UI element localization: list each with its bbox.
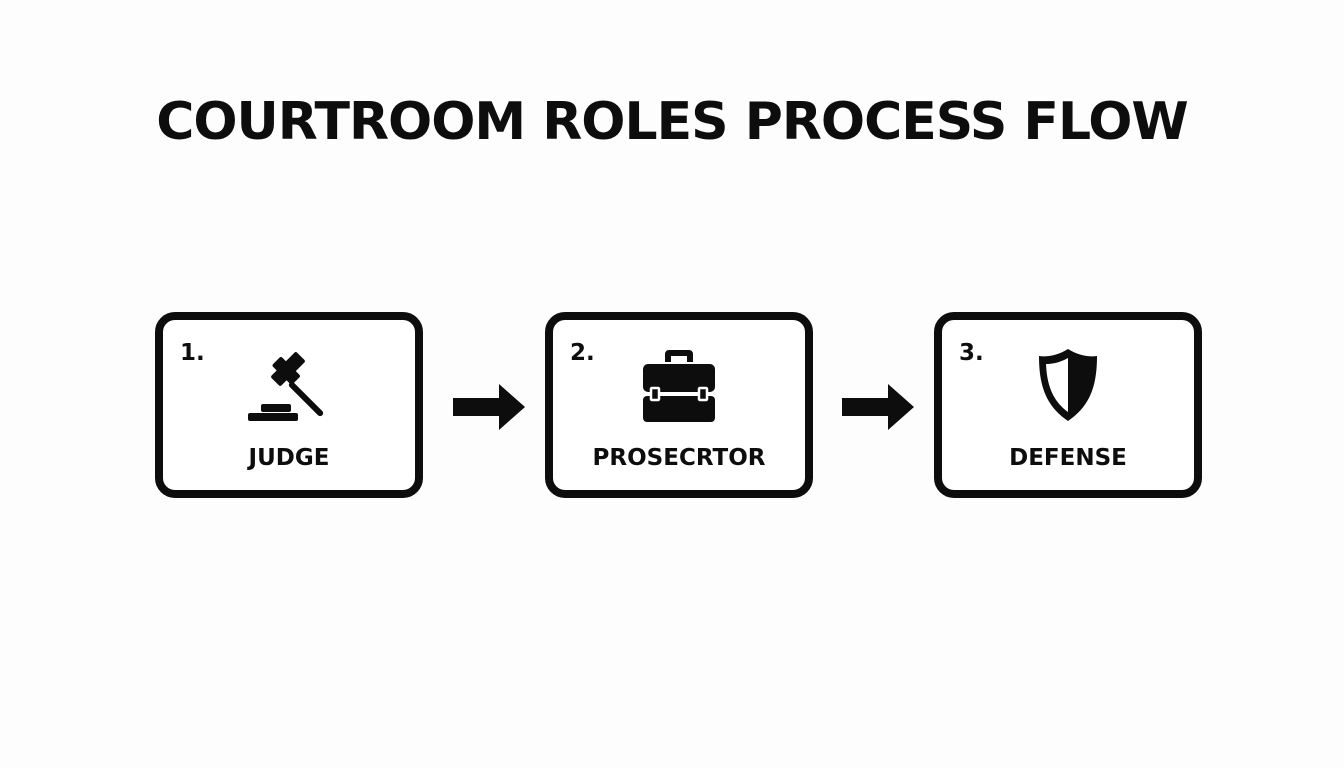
step-box-judge: 1. JUDGE (155, 312, 423, 498)
step-box-defense: 3. DEFENSE (934, 312, 1202, 498)
step-box-prosecutor: 2. PROSECRTOR (545, 312, 813, 498)
shield-icon (1020, 342, 1116, 426)
step-label: JUDGE (248, 445, 330, 471)
arrow-right-icon (453, 384, 525, 430)
diagram-title: COURTROOM ROLES PROCESS FLOW (156, 92, 1189, 152)
step-number: 3. (959, 340, 984, 366)
arrow-right-icon (842, 384, 914, 430)
step-label: PROSECRTOR (592, 445, 766, 471)
gavel-icon (241, 342, 337, 426)
step-label: DEFENSE (1009, 445, 1127, 471)
step-number: 2. (570, 340, 595, 366)
briefcase-icon (631, 342, 727, 426)
step-number: 1. (180, 340, 205, 366)
